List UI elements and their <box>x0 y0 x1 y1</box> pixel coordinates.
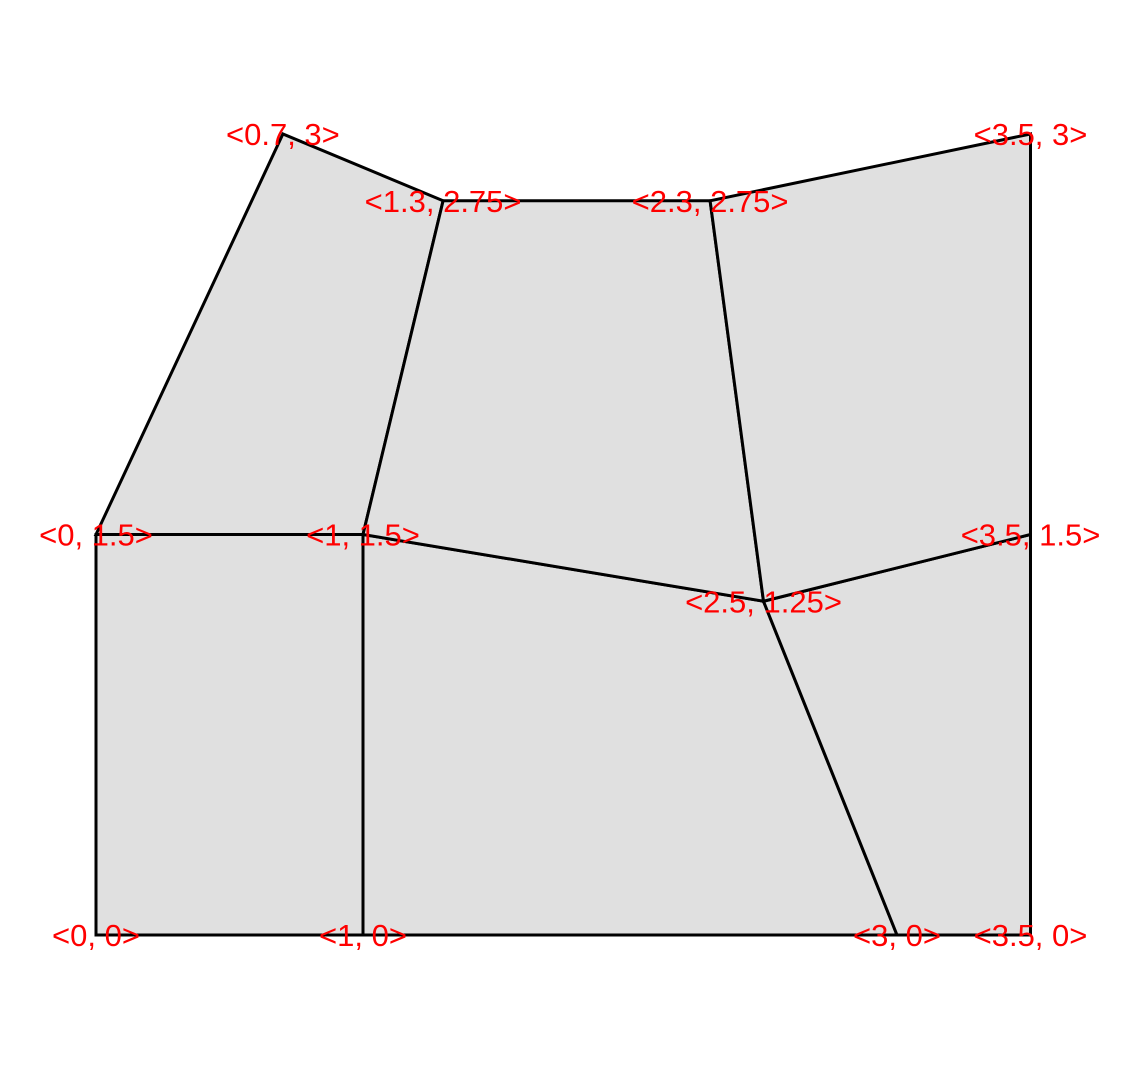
mesh-faces <box>93 132 1032 937</box>
vertex-label-v073: <0.7, 3> <box>226 117 340 152</box>
vertex-label-v13275: <1.3, 2.75> <box>365 184 522 219</box>
face-top-right <box>708 132 1032 604</box>
vertex-label-v015: <0, 1.5> <box>39 518 153 553</box>
vertex-label-v115: <1, 1.5> <box>306 518 420 553</box>
vertex-labels: <0, 0> <1, 0> <3, 0> <3.5, 0> <0, 1.5> <1, 1.… <box>39 117 1100 953</box>
vertex-label-v30: <3, 0> <box>853 918 941 953</box>
vertex-label-v353: <3.5, 3> <box>974 117 1088 152</box>
vertex-label-v25125: <2.5, 1.25> <box>685 584 842 619</box>
vertex-label-v00: <0, 0> <box>52 918 140 953</box>
face-bottom-left <box>94 533 365 937</box>
vertex-label-v3515: <3.5, 1.5> <box>961 518 1101 553</box>
vertex-label-v23275: <2.3, 2.75> <box>632 184 789 219</box>
vertex-label-v10: <1, 0> <box>319 918 407 953</box>
vertex-label-v350: <3.5, 0> <box>974 918 1088 953</box>
